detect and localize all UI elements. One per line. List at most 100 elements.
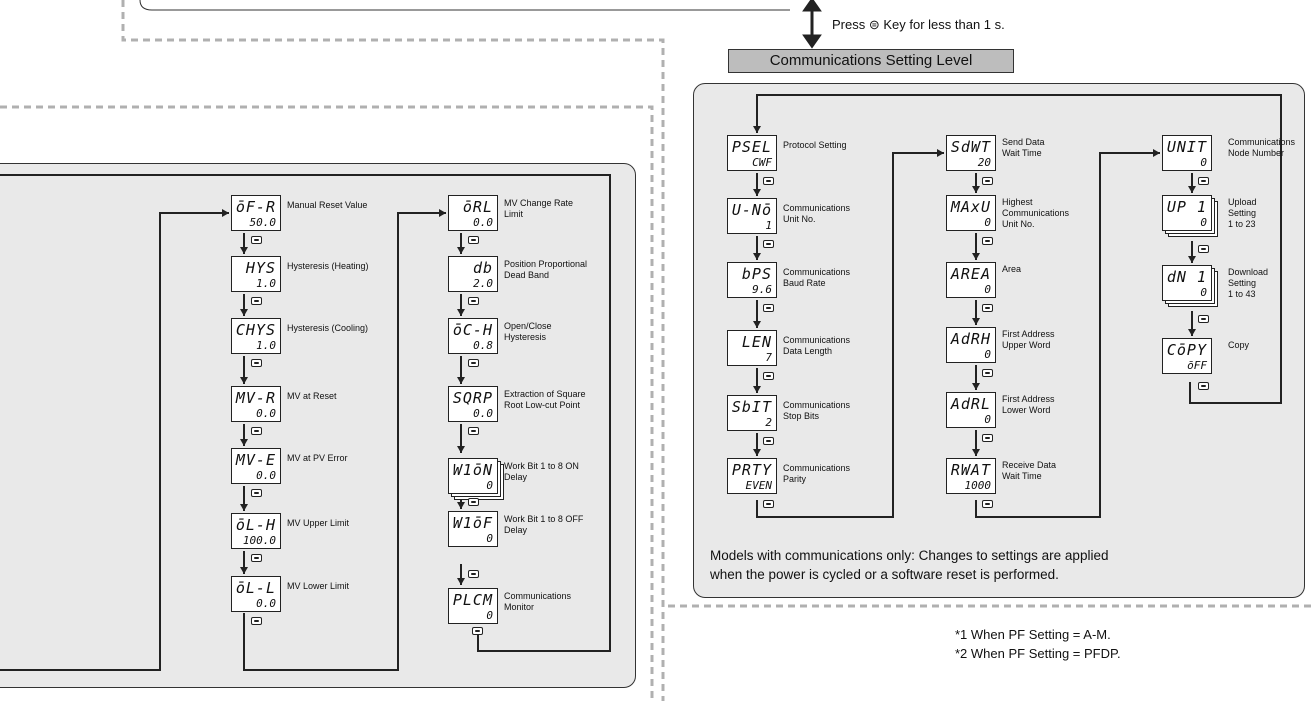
parameter-label-line: Root Low-cut Point xyxy=(504,400,581,410)
display-code: W1ōN xyxy=(452,461,493,479)
mode-key-icon xyxy=(982,434,993,442)
display-value: EVEN xyxy=(745,479,773,492)
parameter-label-line: Unit No. xyxy=(783,214,816,224)
mode-key-icon xyxy=(1198,177,1209,185)
arrow-head xyxy=(1188,186,1196,193)
display-value: 0 xyxy=(984,283,991,296)
display-code: AdRH xyxy=(950,330,991,348)
parameter-label: MV at PV Error xyxy=(287,453,348,464)
parameter-label-line: Delay xyxy=(504,472,528,482)
flow-line xyxy=(756,152,944,518)
mode-key-icon xyxy=(468,297,479,305)
parameter-label-line: Download xyxy=(1228,267,1269,277)
display-code: AREA xyxy=(950,265,991,283)
parameter-label-line: MV Upper Limit xyxy=(287,518,350,528)
mode-key-icon xyxy=(982,304,993,312)
display-code: PLCM xyxy=(452,591,493,609)
flow-line xyxy=(0,212,229,671)
parameter-label: MV Upper Limit xyxy=(287,518,349,529)
parameter-label-line: Highest xyxy=(1002,197,1033,207)
parameter-label-line: Open/Close xyxy=(504,321,552,331)
mode-key-icon xyxy=(251,554,262,562)
mode-key-icon xyxy=(763,437,774,445)
parameter-label-line: Communications xyxy=(504,591,572,601)
parameter-label-line: Communications xyxy=(783,203,851,213)
parameter-label-line: Copy xyxy=(1228,340,1250,350)
display-value: 0 xyxy=(1200,216,1207,229)
parameter-label-line: Communications xyxy=(783,400,851,410)
arrow-head xyxy=(1153,149,1160,157)
parameter-label-line: Wait Time xyxy=(1002,471,1042,481)
flow-line xyxy=(0,174,611,652)
display-code: PSEL xyxy=(731,138,772,156)
parameter-label-line: Communications xyxy=(783,267,851,277)
parameter-label-line: Wait Time xyxy=(1002,148,1042,158)
parameter-label-line: Data Length xyxy=(783,346,833,356)
display-code: AdRL xyxy=(950,395,991,413)
display-code: UP 1 xyxy=(1166,198,1207,216)
flow-line xyxy=(975,152,1160,518)
display-value: 1000 xyxy=(964,479,992,492)
arrow-head xyxy=(972,253,980,260)
display-value: 0.8 xyxy=(473,339,493,352)
display-code: LEN xyxy=(741,333,772,351)
mode-key-icon xyxy=(982,369,993,377)
parameter-label-line: Hysteresis (Heating) xyxy=(287,261,369,271)
display-value: ōFF xyxy=(1187,359,1207,372)
arrow-head xyxy=(457,446,465,453)
parameter-label-line: Monitor xyxy=(504,602,535,612)
display-code: bPS xyxy=(741,265,772,283)
mode-key-icon xyxy=(982,177,993,185)
parameter-label-line: Baud Rate xyxy=(783,278,826,288)
arrow-head xyxy=(937,149,944,157)
arrow-head xyxy=(457,578,465,585)
display-code: CHYS xyxy=(235,321,276,339)
arrow-head xyxy=(240,309,248,316)
mode-key-icon xyxy=(1198,245,1209,253)
parameter-label-line: MV Change Rate xyxy=(504,198,574,208)
display-value: 50.0 xyxy=(249,216,277,229)
display-code: UNIT xyxy=(1166,138,1207,156)
arrow-head xyxy=(240,377,248,384)
display-code: SQRP xyxy=(452,389,493,407)
display-code: PRTY xyxy=(731,461,772,479)
display-value: 100.0 xyxy=(242,534,276,547)
mode-key-icon xyxy=(251,427,262,435)
parameter-label-line: Work Bit 1 to 8 ON xyxy=(504,461,579,471)
mode-key-icon xyxy=(1198,315,1209,323)
arrow-head xyxy=(240,439,248,446)
arrow-head xyxy=(753,126,761,133)
parameter-label-line: Receive Data xyxy=(1002,460,1057,470)
parameter-label-line: MV at Reset xyxy=(287,391,337,401)
display-code: U-Nō xyxy=(731,201,772,219)
display-code: W1ōF xyxy=(452,514,493,532)
mode-key-icon xyxy=(251,359,262,367)
display-code: CōPY xyxy=(1166,341,1207,359)
parameter-label: MV at Reset xyxy=(287,391,337,402)
parameter-label-line: 1 to 23 xyxy=(1228,219,1256,229)
display-code: MV-R xyxy=(235,389,276,407)
press-key-note: Press ⊜ Key for less than 1 s. xyxy=(832,17,1005,32)
display-value: 1.0 xyxy=(256,339,276,352)
